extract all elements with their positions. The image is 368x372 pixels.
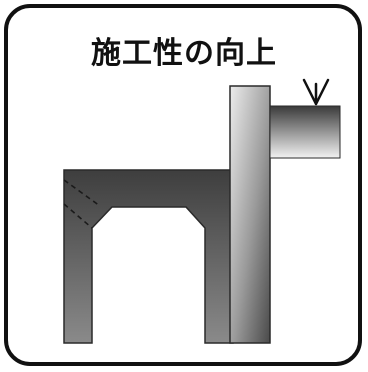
- card-title: 施工性の向上: [91, 36, 277, 71]
- beam-block-icon: [269, 105, 341, 159]
- hook-arrow-icon: [302, 78, 330, 106]
- portal-frame-icon: [63, 169, 234, 344]
- column-icon: [229, 85, 271, 344]
